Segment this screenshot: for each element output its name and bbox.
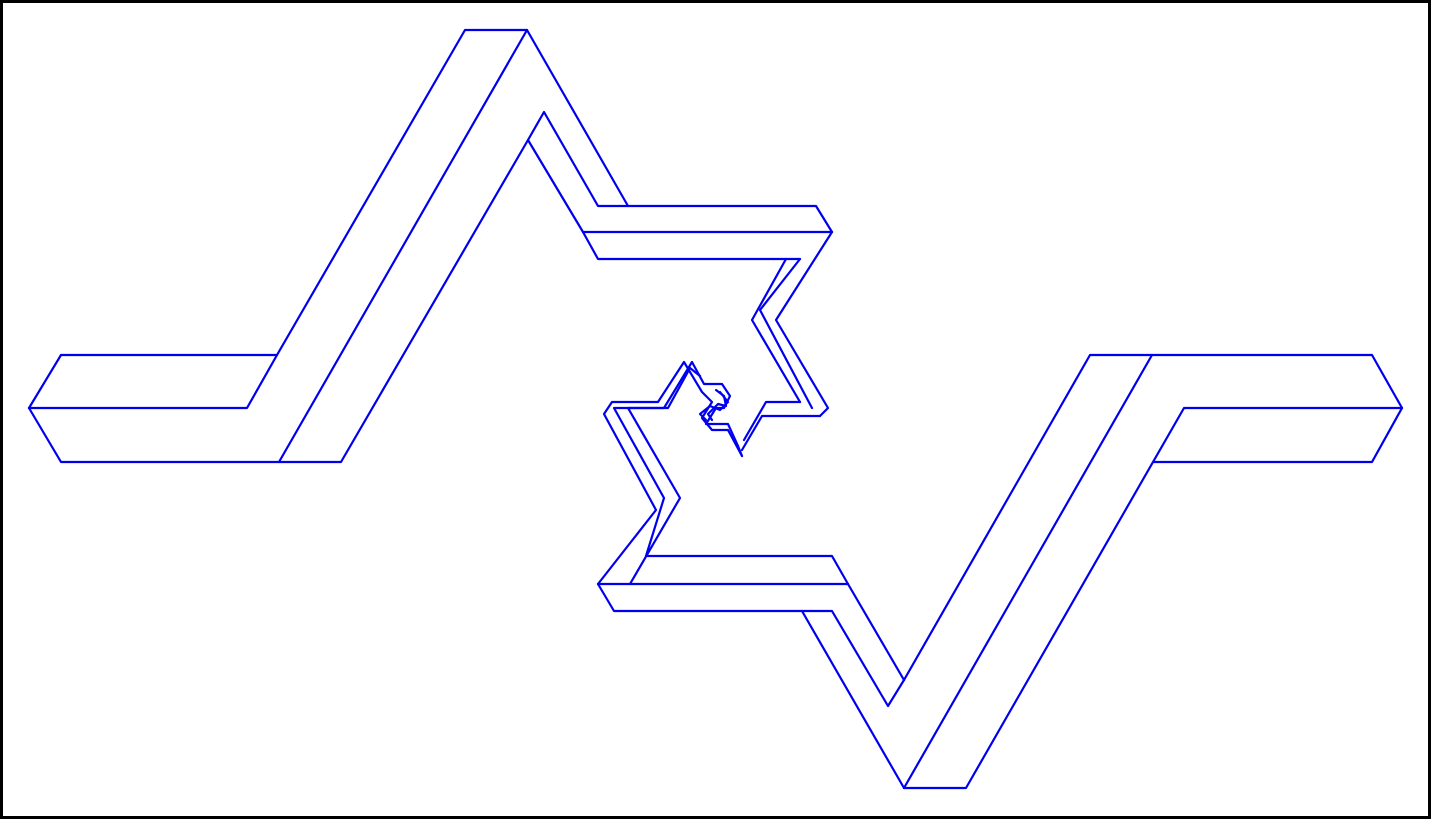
right-diagonal-inner [902,353,1154,790]
right-arm-bottom-edge [1152,406,1404,464]
inner-star-inner [736,444,744,458]
left-arm-bottom-edge [27,138,585,464]
lower-inner-fold [846,582,906,682]
upper-inner-fold [526,110,834,234]
upper-bar-bottom [581,230,802,261]
right-fold-bottom-2 [742,400,802,442]
inner-star-tip-b [698,390,730,422]
right-fold-outer [774,230,834,418]
right-fold-mid [750,257,802,404]
left-arm-middle-edge [27,28,630,410]
inner-star-outer [596,360,744,586]
lower-bar-top [644,554,850,586]
right-fold-bottom [740,414,822,452]
line-art [27,28,1404,790]
right-diagonal-back [902,406,1404,790]
lower-fold-2 [800,609,906,790]
inner-star-core [612,366,702,558]
lower-bar-bottom [596,582,906,708]
left-diagonal-inner [277,28,529,464]
left-arm-left-cap [27,353,63,410]
right-diagonal-outer [902,353,1404,682]
right-fold-inner [758,257,814,410]
